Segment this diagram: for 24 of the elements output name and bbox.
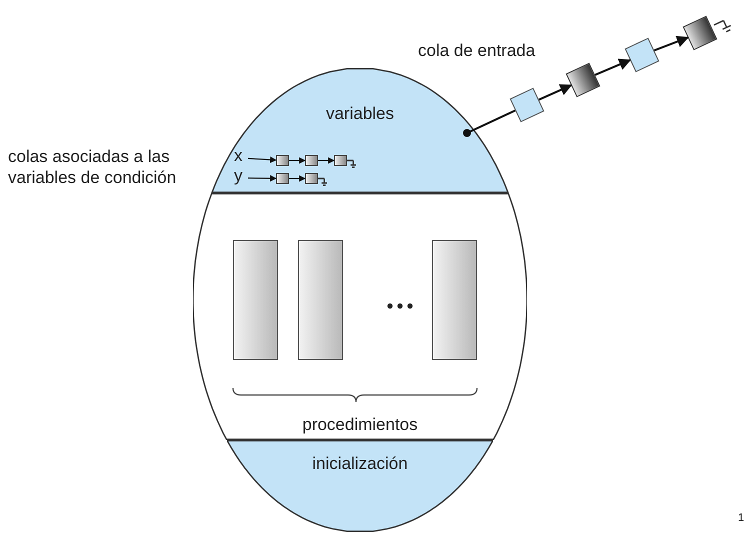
queue-box [305, 173, 318, 184]
arrow [538, 84, 572, 101]
arrow [289, 157, 306, 164]
queue-box [276, 155, 289, 166]
section-title: variables [324, 104, 396, 124]
queue-box [305, 155, 318, 166]
arrow [654, 36, 689, 52]
queue-name: x [234, 146, 242, 166]
caption-text: colas asociadas a las variables de condición [8, 146, 178, 188]
queue-box [334, 155, 347, 166]
section-title: procedimientos [301, 415, 419, 435]
queue-box [276, 173, 289, 184]
arrow [248, 175, 277, 182]
arrow [594, 58, 632, 76]
section-title: inicialización [311, 454, 409, 474]
arrow [289, 175, 306, 182]
arrow [318, 157, 335, 164]
procedure-box [298, 240, 343, 360]
procedure-box [432, 240, 477, 360]
procedure-box [233, 240, 278, 360]
queue-name: y [234, 166, 242, 186]
page-number: 1 [738, 512, 746, 525]
arrow [248, 156, 277, 164]
caption-text: cola de entrada [418, 40, 536, 61]
